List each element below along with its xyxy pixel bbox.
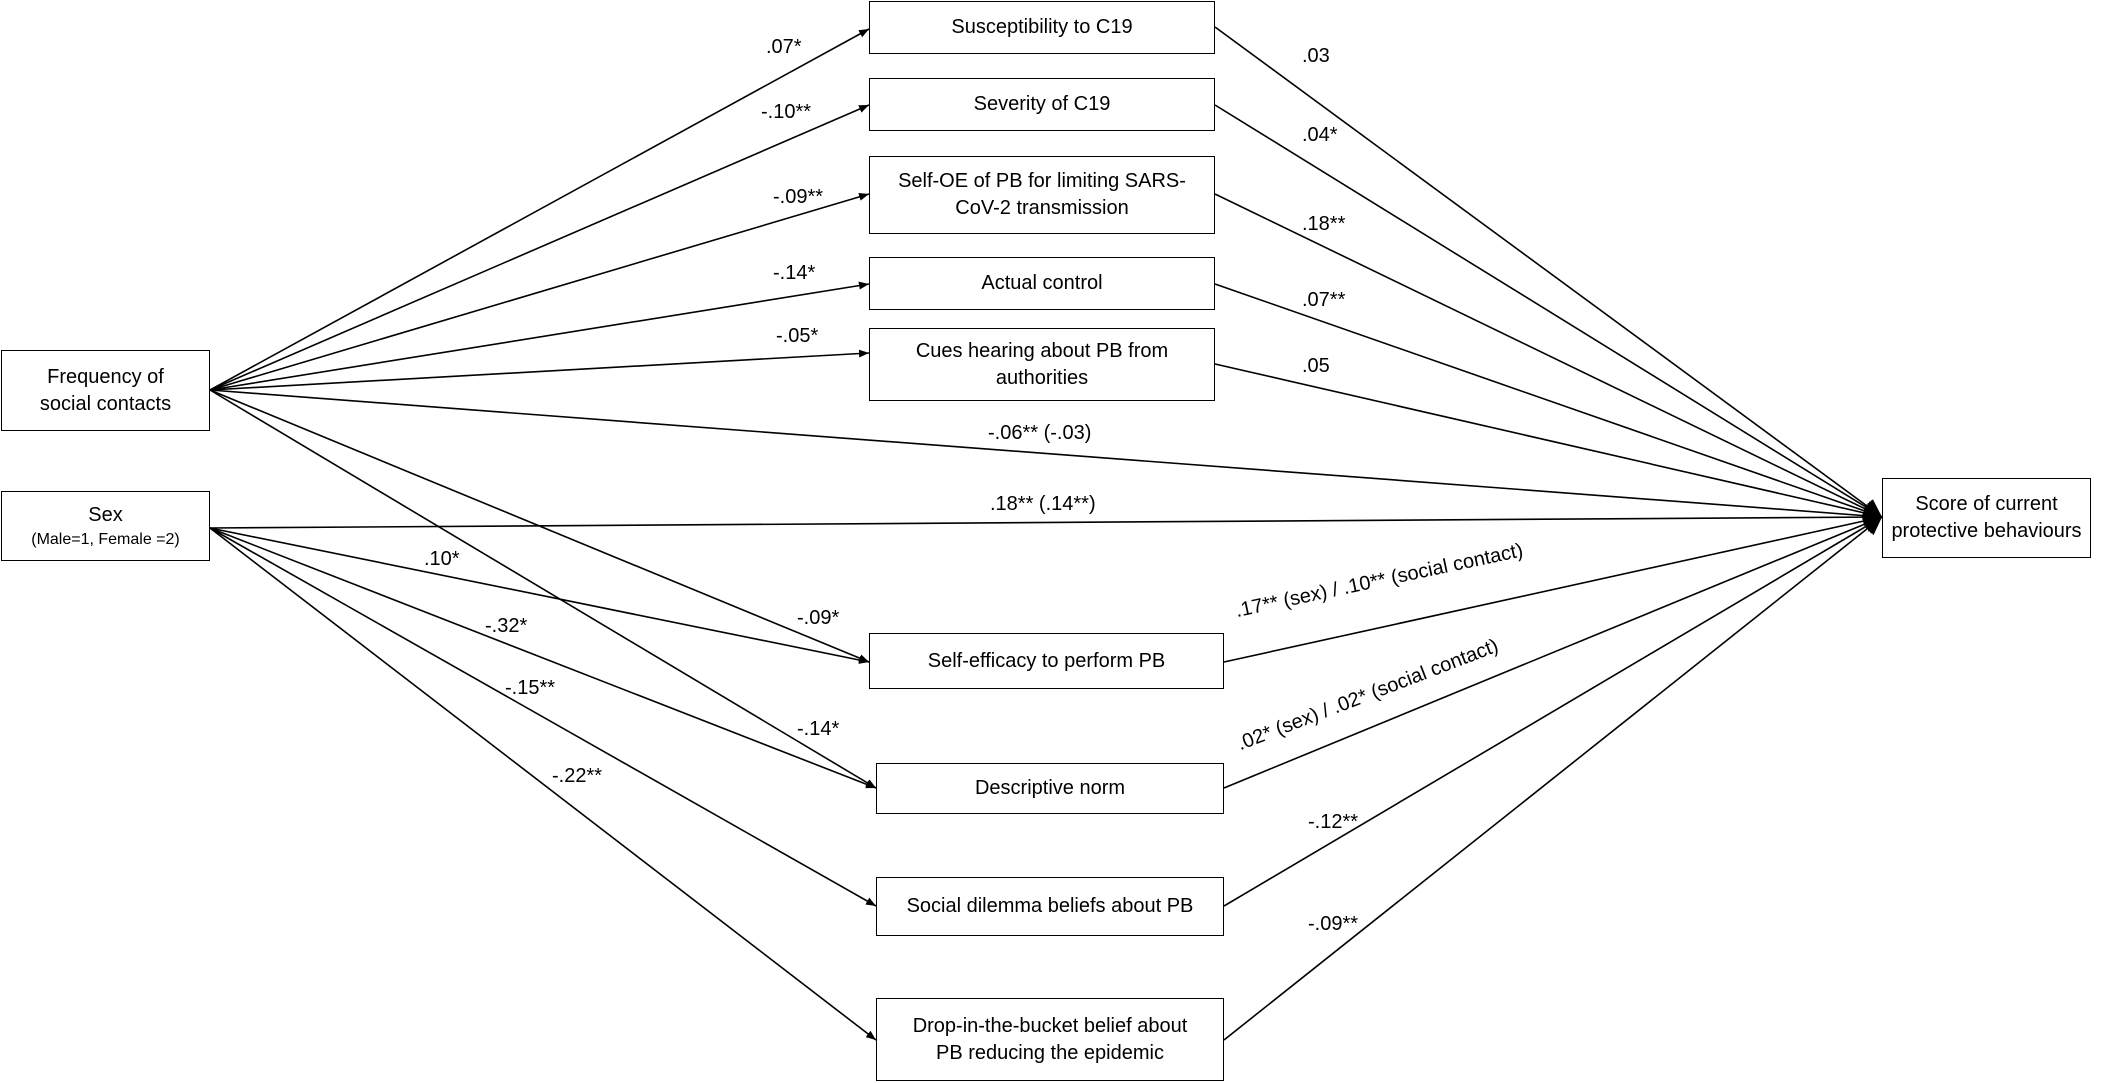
path-label-socdil-score: -.12** (1308, 811, 1359, 833)
node-label-line: Frequency of (47, 365, 164, 388)
node-frequency-of-social-contacts: Frequency of social contacts (1, 350, 210, 431)
path-arrow-descnorm-score (1223, 515, 1883, 789)
node-label-line: Severity of C19 (973, 93, 1111, 115)
path-label-freq-selfoe: -.09** (773, 186, 824, 208)
node-drop-in-the-bucket: Drop-in-the-bucket belief about PB reduc… (876, 998, 1224, 1081)
path-label-freq-sev: -.10** (761, 101, 812, 123)
node-cues: Cues hearing about PB from authorities (869, 328, 1215, 401)
node-label-line: CoV-2 transmission (955, 197, 1129, 219)
path-label-sex-descnorm: -.32* (485, 615, 528, 637)
path-arrow-freq-sev (209, 104, 870, 391)
path-label-sev-score: .04* (1302, 124, 1338, 146)
node-label-line: Score of current (1915, 493, 2058, 515)
path-arrow-freq-descnorm (209, 389, 877, 789)
path-arrow-freq-score (209, 389, 1883, 525)
node-susceptibility: Susceptibility to C19 (869, 1, 1215, 54)
path-label-actual-score: .07** (1302, 289, 1346, 311)
node-label-line: Descriptive norm (974, 777, 1126, 799)
path-arrow-actual-score (1214, 283, 1883, 520)
node-label-line: Self-efficacy to perform PB (927, 649, 1166, 672)
node-label-line: Susceptibility to C19 (951, 16, 1133, 38)
node-label-line: Drop-in-the-bucket belief about (912, 1014, 1188, 1037)
node-social-dilemma: Social dilemma beliefs about PB (876, 877, 1224, 936)
node-label-line: Self-OE of PB for limiting SARS- (898, 170, 1186, 192)
path-label-sex-socdil: -.15** (505, 677, 556, 699)
node-sex: Sex (Male=1, Female =2) (1, 491, 210, 561)
path-label-freq-actual: -.14* (773, 262, 816, 284)
path-arrow-socdil-score (1223, 516, 1883, 907)
path-label-cues-score: .05 (1302, 355, 1330, 377)
path-arrow-selfeff-score (1223, 512, 1883, 663)
node-label-line: PB reducing the epidemic (936, 1041, 1164, 1064)
path-arrow-sev-score (1214, 104, 1883, 518)
node-actual-control: Actual control (869, 257, 1215, 310)
node-label-line: Social dilemma beliefs about PB (906, 895, 1194, 917)
node-severity: Severity of C19 (869, 78, 1215, 131)
node-label-line: authorities (995, 366, 1089, 389)
path-arrow-sex-drop (209, 527, 877, 1041)
path-label-sex-drop: -.22** (552, 765, 603, 787)
path-arrow-selfoe-score (1214, 193, 1883, 518)
path-label-drop-score: -.09** (1308, 913, 1359, 935)
path-arrow-freq-actual (209, 281, 870, 391)
path-label-sex-selfeff: .10* (424, 548, 460, 570)
path-label-freq-susc: .07* (766, 36, 802, 58)
node-sublabel: (Male=1, Female =2) (31, 530, 180, 548)
path-arrow-freq-cues (209, 349, 870, 391)
node-label-line: protective behaviours (1891, 520, 2082, 542)
path-arrow-sex-score (209, 508, 1883, 529)
path-label-susc-score: .03 (1302, 45, 1330, 67)
node-label-line: Cues hearing about PB from (915, 339, 1169, 362)
path-label-sex-score: .18** (.14**) (990, 493, 1096, 515)
node-score-protective-behaviours: Score of current protective behaviours (1882, 478, 2091, 558)
node-label-line: social contacts (39, 392, 172, 415)
node-label-line: Actual control (981, 272, 1103, 294)
path-arrow-sex-descnorm (209, 527, 877, 789)
path-arrow-freq-susc (209, 28, 870, 391)
path-arrow-freq-selfoe (209, 193, 870, 391)
path-arrow-cues-score (1214, 363, 1883, 522)
path-label-freq-cues: -.05* (776, 325, 819, 347)
path-arrow-drop-score (1223, 516, 1883, 1041)
path-label-freq-descnorm: -.14* (797, 718, 840, 740)
path-arrow-sex-selfeff (209, 527, 870, 664)
path-arrow-sex-socdil (209, 527, 877, 907)
node-label-line: Sex (88, 503, 123, 526)
path-label-selfoe-score: .18** (1302, 213, 1346, 235)
node-self-oe: Self-OE of PB for limiting SARS- CoV-2 t… (869, 156, 1215, 234)
path-label-freq-selfeff: -.09* (797, 607, 840, 629)
node-descriptive-norm: Descriptive norm (876, 763, 1224, 814)
path-label-freq-score: -.06** (-.03) (988, 422, 1092, 444)
path-arrow-susc-score (1214, 26, 1883, 518)
node-self-efficacy: Self-efficacy to perform PB (869, 633, 1224, 689)
